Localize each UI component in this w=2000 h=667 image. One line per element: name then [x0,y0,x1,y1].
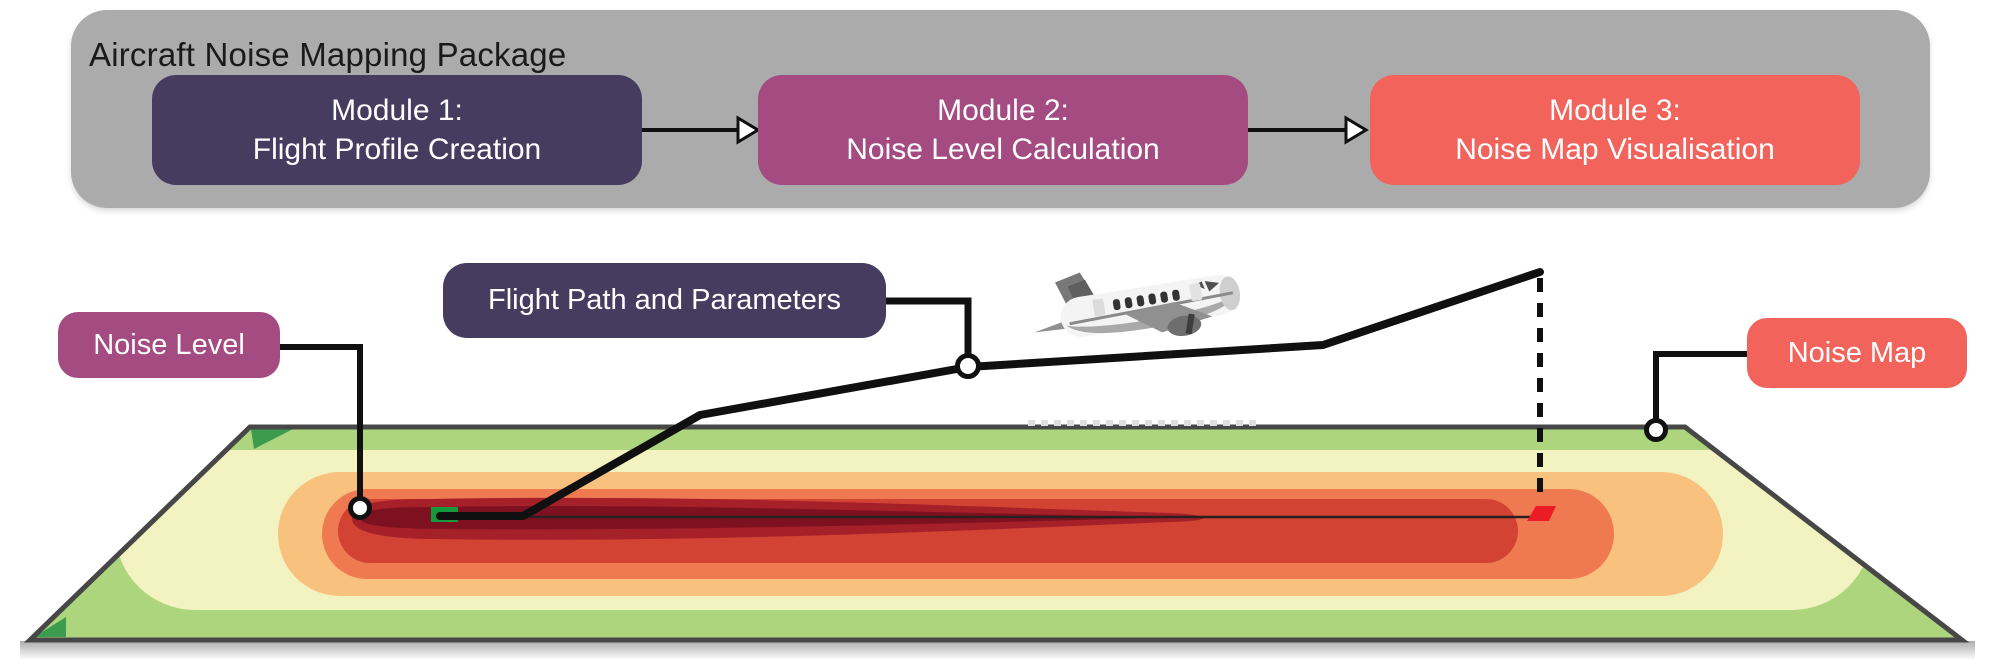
noise-level-label-text: Noise Level [93,328,245,361]
module-3-subtitle: Noise Map Visualisation [1455,133,1775,166]
module-2-subtitle: Noise Level Calculation [846,133,1160,166]
noise-map-label: Noise Map [1747,318,1967,388]
map-shadow [20,641,1975,660]
aircraft-icon [1034,272,1241,337]
module-3-box: Module 3: Noise Map Visualisation [1370,75,1860,185]
arrowhead-icon [1344,115,1369,145]
module-3-title: Module 3: [1549,94,1681,127]
module-1-box: Module 1: Flight Profile Creation [152,75,642,185]
connector-node-icon [348,496,372,520]
flight-path-line [436,268,1544,520]
module-2-box: Module 2: Noise Level Calculation [758,75,1248,185]
flight-path-label: Flight Path and Parameters [443,263,886,338]
noise-map-connector [1644,351,1752,442]
flight-path-label-text: Flight Path and Parameters [487,284,841,316]
module-flow-arrow-1 [642,115,761,145]
module-flow-arrow-2 [1248,115,1369,145]
connector-node-icon [1644,418,1668,442]
noise-level-label: Noise Level [58,312,280,378]
noise-map-label-text: Noise Map [1787,336,1927,369]
noise-level-connector [275,344,372,520]
arrowhead-icon [736,115,761,145]
flight-path-connector [880,297,981,379]
module-1-title: Module 1: [331,94,463,127]
corner-accent-top-left [251,429,293,449]
corner-accent-bottom-left [34,617,66,637]
map-border [23,424,1970,643]
module-2-title: Module 2: [937,94,1069,127]
connector-node-icon [955,353,981,379]
noise-map-surface [23,420,1970,643]
module-1-subtitle: Flight Profile Creation [252,133,542,166]
track-end-marker [1527,506,1556,521]
package-title: Aircraft Noise Mapping Package [89,36,567,73]
